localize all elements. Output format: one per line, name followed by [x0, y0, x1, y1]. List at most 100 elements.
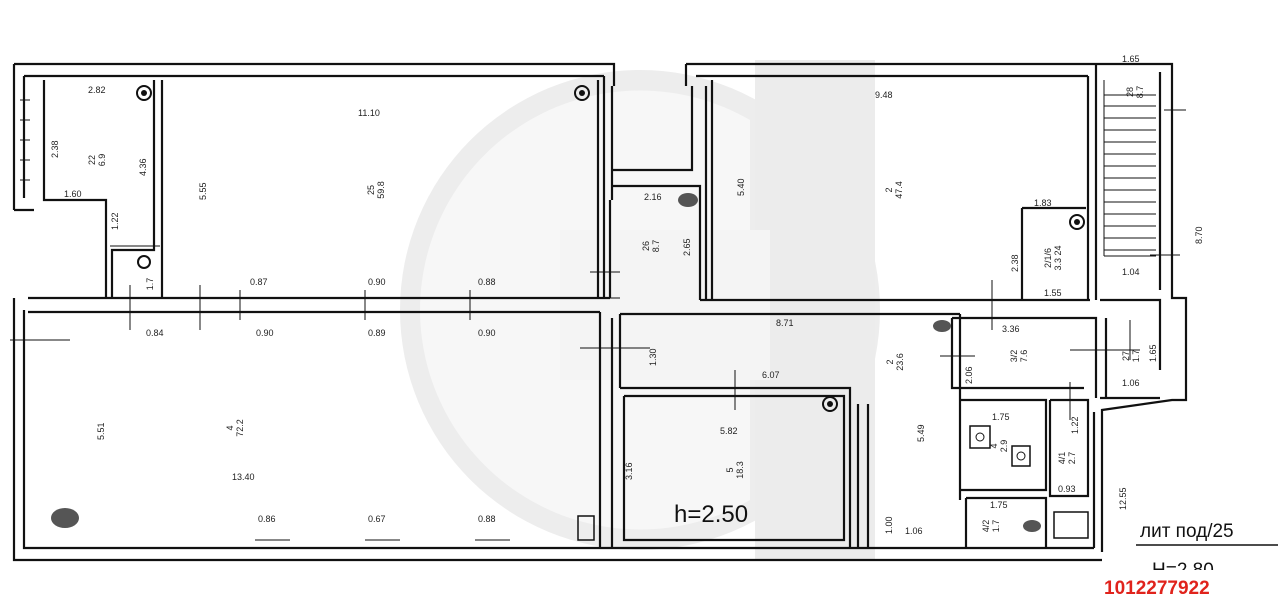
svg-text:18.3: 18.3	[735, 461, 745, 479]
dimension-label: 1.60	[64, 189, 82, 199]
svg-text:2: 2	[884, 187, 894, 192]
svg-text:22: 22	[87, 155, 97, 165]
dimension-label: 1.75	[992, 412, 1010, 422]
dimension-label: 1.65	[1122, 54, 1140, 64]
dimension-label: 1.22	[1070, 416, 1080, 434]
dimension-label: 1.22	[110, 212, 120, 230]
dimension-label: 6.07	[762, 370, 780, 380]
drain-icon	[933, 320, 951, 332]
dimension-label: 2.82	[88, 85, 106, 95]
dimension-label: 0.90	[368, 277, 386, 287]
sink-icon	[1011, 445, 1031, 467]
dimension-label: 11.10	[358, 108, 380, 118]
svg-text:4: 4	[989, 443, 999, 448]
svg-text:1.7: 1.7	[145, 278, 155, 291]
svg-text:4: 4	[225, 425, 235, 430]
svg-text:1.7: 1.7	[991, 520, 1001, 533]
riser-icon	[574, 85, 590, 101]
dimension-label: 2.06	[964, 366, 974, 384]
toilet-icon	[969, 425, 991, 449]
lit-label: лит под/25	[1140, 521, 1234, 542]
dimension-label: 1.75	[990, 500, 1008, 510]
dimension-label: 5.55	[198, 182, 208, 200]
svg-text:2.9: 2.9	[999, 440, 1009, 453]
ceiling-height-label: h=2.50	[674, 501, 748, 528]
riser-icon	[137, 255, 151, 269]
dimension-label: 0.90	[256, 328, 274, 338]
dimension-label: 3.36	[1002, 324, 1020, 334]
drain-icon	[1023, 520, 1041, 532]
dimension-label: 0.67	[368, 514, 386, 524]
svg-text:4/2: 4/2	[981, 520, 991, 533]
box-icon	[577, 515, 595, 541]
svg-text:1.7: 1.7	[1131, 350, 1141, 363]
svg-text:26: 26	[641, 241, 651, 251]
svg-text:8.7: 8.7	[1135, 86, 1145, 99]
dimension-label: 1.55	[1044, 288, 1062, 298]
svg-text:3.3 24: 3.3 24	[1053, 245, 1063, 270]
interior-walls	[28, 76, 1162, 548]
dimension-label: 1.83	[1034, 198, 1052, 208]
svg-text:3/2: 3/2	[1009, 350, 1019, 363]
svg-text:8.7: 8.7	[651, 240, 661, 253]
dimension-label: 8.71	[776, 318, 794, 328]
dimension-label: 4.36	[138, 158, 148, 176]
dimension-label: 0.93	[1058, 484, 1076, 494]
room-label: 1.7	[145, 278, 155, 291]
dimension-label: 0.84	[146, 328, 164, 338]
drain-icon	[51, 508, 79, 528]
stairs-icon	[1103, 80, 1156, 257]
outer-walls	[12, 62, 1188, 562]
riser-icon	[822, 396, 838, 412]
riser-icon	[1069, 214, 1085, 230]
dimension-labels: 2.82 11.10 9.48 1.65 2.38 4.36 1.60 1.22…	[50, 54, 1204, 536]
dimension-label: 0.86	[258, 514, 276, 524]
svg-text:2/1/6: 2/1/6	[1043, 248, 1053, 268]
svg-text:25: 25	[366, 185, 376, 195]
svg-text:2.7: 2.7	[1067, 452, 1077, 465]
dimension-label: 5.49	[916, 424, 926, 442]
svg-text:28: 28	[1125, 87, 1135, 97]
dimension-label: 0.87	[250, 277, 268, 287]
svg-text:72.2: 72.2	[235, 419, 245, 437]
dimension-label: 8.70	[1194, 226, 1204, 244]
svg-text:2: 2	[885, 359, 895, 364]
svg-text:4/1: 4/1	[1057, 452, 1067, 465]
dimension-label: 5.51	[96, 422, 106, 440]
height-label-clip: Н=2.80	[1152, 560, 1214, 581]
svg-text:5: 5	[725, 467, 735, 472]
dimension-label: 0.88	[478, 277, 496, 287]
svg-text:6.9: 6.9	[97, 154, 107, 167]
listing-id: 1012277922	[1104, 578, 1210, 599]
dimension-label: 0.88	[478, 514, 496, 524]
box-icon	[1053, 511, 1089, 539]
svg-text:47.4: 47.4	[894, 181, 904, 199]
building-height-label: Н=2.80	[1152, 560, 1214, 581]
dimension-label: 1.30	[648, 348, 658, 366]
svg-text:59.8: 59.8	[376, 181, 386, 199]
svg-text:27: 27	[1121, 351, 1131, 361]
drain-icon	[678, 193, 698, 207]
svg-text:23.6: 23.6	[895, 353, 905, 371]
watermark-logo	[400, 60, 880, 560]
dimension-label: 0.90	[478, 328, 496, 338]
svg-text:7.6: 7.6	[1019, 350, 1029, 363]
dimension-label: 3.16	[624, 462, 634, 480]
dimension-label: 12.55	[1118, 487, 1128, 510]
fixtures	[51, 85, 1089, 541]
door-marks	[10, 99, 1186, 541]
